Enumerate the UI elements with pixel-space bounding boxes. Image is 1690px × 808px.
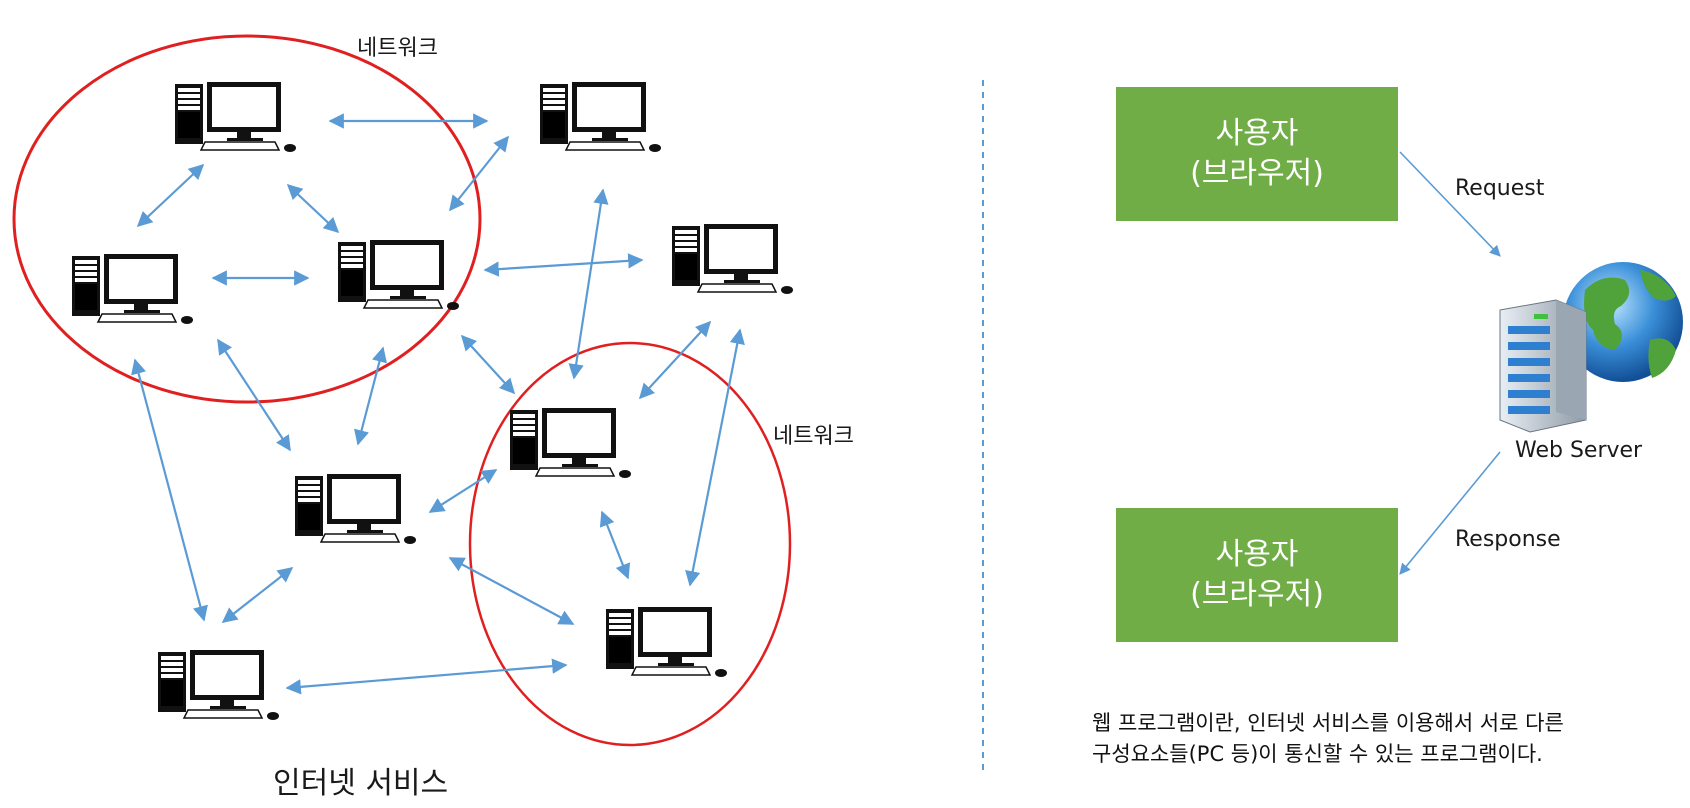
link-arrow — [285, 658, 568, 695]
request-label: Request — [1455, 176, 1545, 201]
web-server-label: Web Server — [1515, 438, 1643, 463]
description-line-2: 구성요소들(PC 등)이 통신할 수 있는 프로그램이다. — [1092, 742, 1543, 766]
internet-service-caption: 인터넷 서비스 — [273, 766, 449, 801]
link-arrow — [638, 320, 712, 400]
network-circle-bottom — [468, 341, 792, 747]
computer-icon — [605, 606, 728, 678]
user-box-subtitle: (브라우저) — [1190, 156, 1324, 191]
computer-icon — [174, 81, 297, 153]
computer-icon — [294, 473, 417, 545]
link-arrow — [449, 135, 509, 212]
link-arrow — [685, 328, 745, 587]
link-arrow — [428, 469, 498, 513]
request-arrow — [1399, 151, 1501, 257]
response-arrow — [1399, 451, 1501, 575]
computer-icon — [671, 223, 794, 295]
link-arrow — [599, 510, 631, 580]
link-arrow — [568, 188, 609, 380]
user-box-title: 사용자 — [1215, 537, 1299, 572]
user-box-title: 사용자 — [1215, 116, 1299, 151]
user-browser-box-top: 사용자 (브라우저) — [1116, 87, 1398, 221]
computer-icon — [539, 81, 662, 153]
user-box-subtitle: (브라우저) — [1190, 577, 1324, 612]
description-line-1: 웹 프로그램이란, 인터넷 서비스를 이용해서 서로 다른 — [1092, 711, 1564, 735]
link-arrow — [483, 253, 644, 277]
link-arrow — [131, 358, 208, 622]
computer-icon — [71, 253, 194, 325]
link-arrow — [354, 346, 387, 446]
link-arrow — [286, 183, 340, 234]
computer-icon — [509, 407, 632, 479]
link-arrow — [448, 557, 575, 625]
link-arrow — [217, 338, 291, 452]
network-label-bottom: 네트워크 — [773, 424, 854, 449]
network-label-top: 네트워크 — [357, 36, 438, 61]
response-label: Response — [1455, 527, 1561, 552]
computer-icon — [337, 239, 460, 311]
link-arrow — [221, 567, 294, 623]
computer-icon — [157, 649, 280, 721]
user-browser-box-bottom: 사용자 (브라우저) — [1116, 508, 1398, 642]
link-arrow — [460, 334, 516, 395]
web-server-icon — [1499, 262, 1683, 433]
link-arrow — [136, 163, 205, 228]
